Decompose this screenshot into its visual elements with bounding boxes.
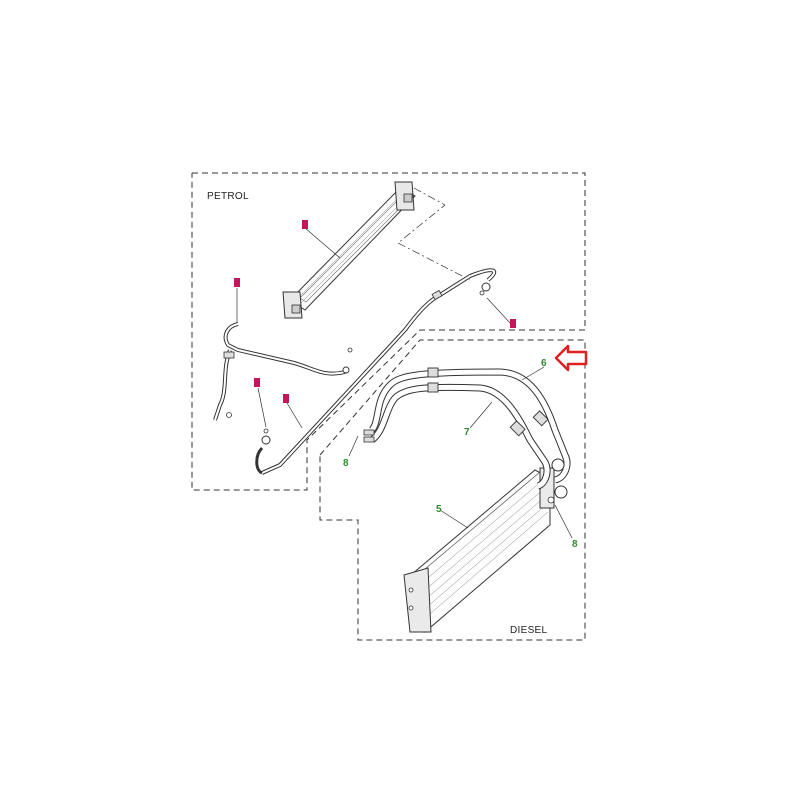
callout-cooler: 5 bbox=[436, 504, 442, 515]
petrol-marker-pipe-long bbox=[283, 394, 289, 403]
callout-clip-left: 8 bbox=[343, 458, 349, 469]
diesel-oil-cooler bbox=[403, 467, 555, 633]
petrol-marker-pipe-short bbox=[234, 278, 240, 287]
diesel-section-border bbox=[319, 339, 586, 641]
petrol-section-border bbox=[191, 172, 586, 491]
diesel-hose-lower bbox=[369, 383, 551, 490]
diesel-section: DIESEL bbox=[319, 339, 586, 641]
petrol-marker-cooler bbox=[302, 220, 308, 229]
petrol-marker-union bbox=[510, 319, 516, 328]
arrow-left-icon bbox=[554, 344, 588, 372]
petrol-section: PETROL bbox=[191, 172, 586, 491]
petrol-short-pipe bbox=[223, 322, 346, 376]
callout-hose-upper: 6 bbox=[541, 358, 547, 369]
petrol-cooler-leader bbox=[397, 187, 471, 281]
petrol-label: PETROL bbox=[207, 191, 249, 202]
diesel-label: DIESEL bbox=[510, 625, 548, 636]
petrol-oil-cooler bbox=[282, 181, 416, 319]
callout-hose-lower: 7 bbox=[464, 427, 470, 438]
petrol-marker-clip bbox=[254, 378, 260, 387]
callout-clip-right: 8 bbox=[572, 539, 578, 550]
